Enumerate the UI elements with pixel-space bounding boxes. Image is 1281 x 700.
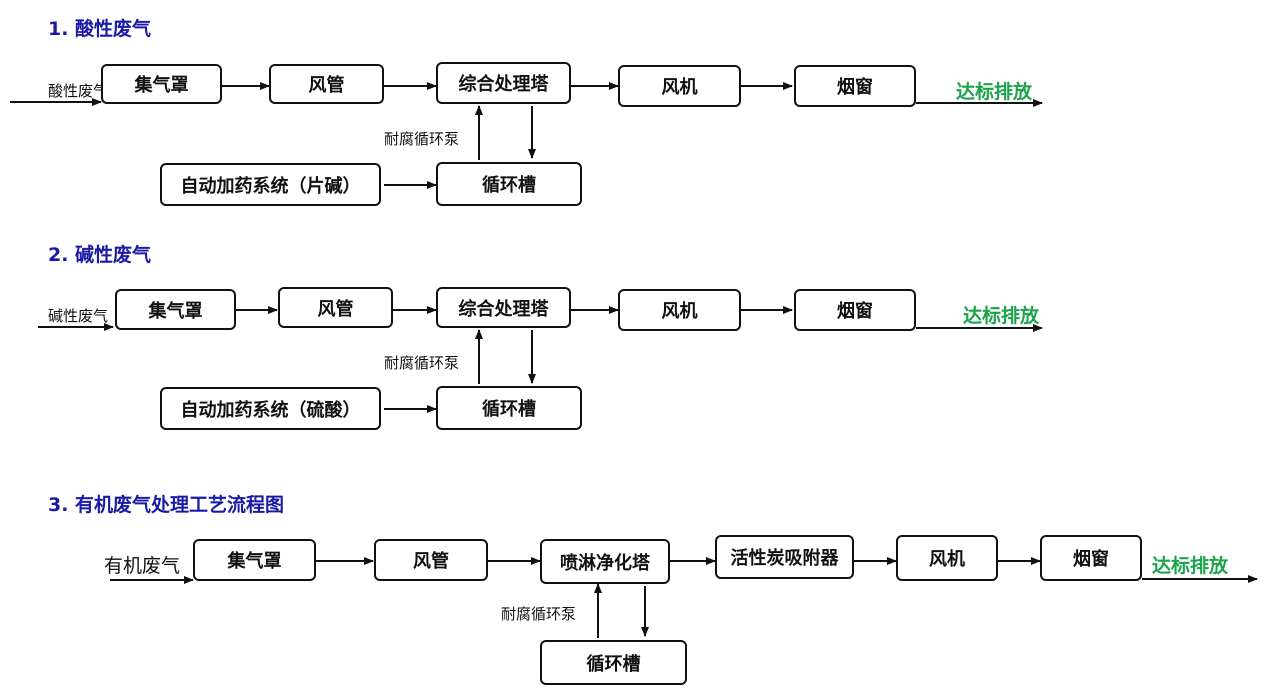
s1-hood-box: 集气罩 [101, 64, 222, 104]
s3-output-label: 达标排放 [1152, 555, 1229, 577]
s2-pump-label: 耐腐循环泵 [384, 354, 460, 372]
s2-tower-box: 综合处理塔 [436, 287, 571, 328]
s2-hood-box: 集气罩 [115, 289, 236, 330]
s2-dosing-box: 自动加药系统（硫酸） [160, 387, 381, 430]
s2-output-label: 达标排放 [963, 305, 1040, 327]
s1-fan-box: 风机 [618, 65, 741, 107]
s2-chimney-box: 烟窗 [794, 289, 916, 331]
s2-tank-box: 循环槽 [436, 386, 582, 430]
s1-dosing-box: 自动加药系统（片碱） [160, 163, 381, 206]
s1-output-label: 达标排放 [956, 81, 1033, 103]
s1-tank-box: 循环槽 [436, 162, 582, 206]
s1-tower-box: 综合处理塔 [436, 62, 571, 104]
s1-duct-box: 风管 [269, 64, 384, 104]
s3-input-label: 有机废气 [104, 555, 181, 577]
section-3-title: 3. 有机废气处理工艺流程图 [48, 494, 285, 516]
section-2-title: 2. 碱性废气 [48, 244, 152, 266]
s3-tower-box: 喷淋净化塔 [540, 539, 670, 584]
s2-fan-box: 风机 [618, 289, 741, 331]
s1-pump-label: 耐腐循环泵 [384, 130, 460, 148]
s3-fan-box: 风机 [896, 535, 998, 581]
s3-tank-box: 循环槽 [540, 640, 687, 685]
s3-chimney-box: 烟窗 [1040, 535, 1142, 581]
s2-duct-box: 风管 [278, 287, 393, 328]
s3-duct-box: 风管 [374, 539, 488, 581]
s3-carbon-box: 活性炭吸附器 [715, 535, 854, 579]
s3-hood-box: 集气罩 [193, 539, 316, 581]
s3-pump-label: 耐腐循环泵 [501, 605, 577, 623]
section-1-title: 1. 酸性废气 [48, 18, 152, 40]
s1-input-label: 酸性废气 [48, 82, 109, 100]
s2-input-label: 碱性废气 [48, 307, 109, 325]
s1-chimney-box: 烟窗 [794, 65, 916, 107]
